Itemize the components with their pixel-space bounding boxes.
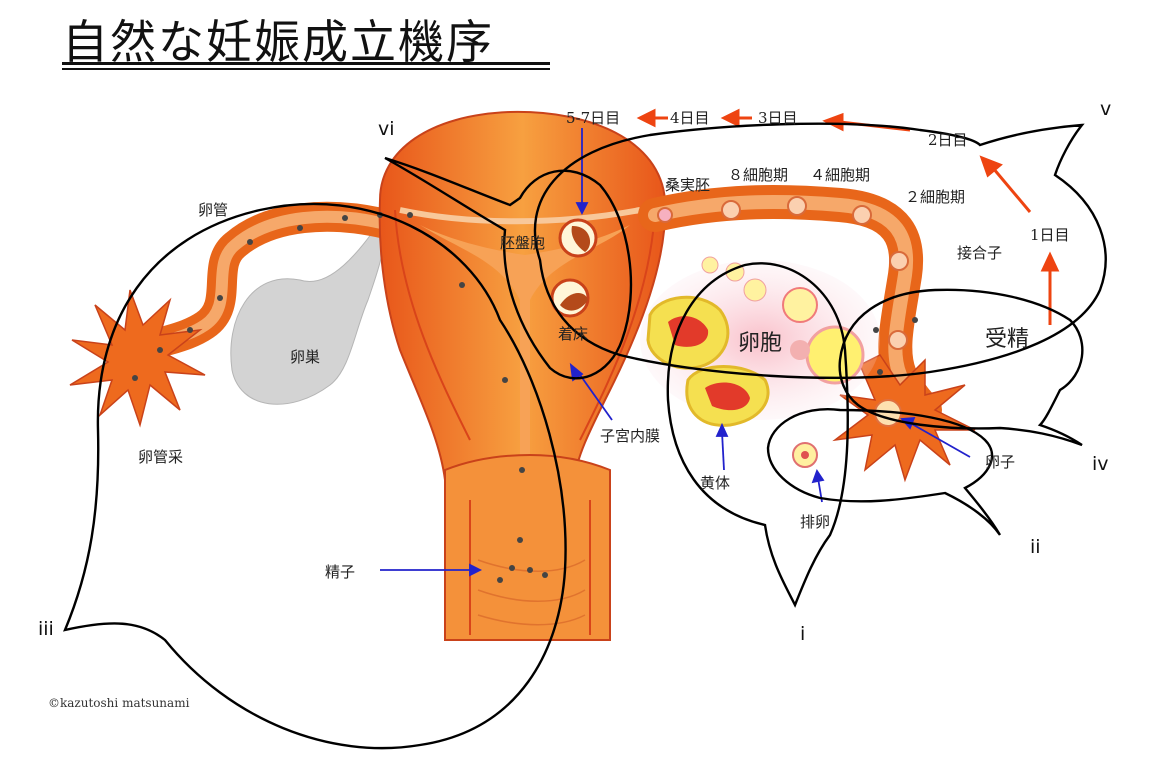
follicle: [743, 278, 767, 302]
label-egg: 卵子: [985, 453, 1015, 471]
callout-label-iv: iv: [1092, 453, 1109, 475]
label-day2: 2日目: [928, 131, 968, 149]
two-cell: [852, 205, 872, 225]
ovary-shape: [230, 221, 385, 405]
title-underline-2: [62, 68, 550, 70]
callout-iii: [63, 202, 567, 750]
callout-label-iii: iii: [38, 618, 54, 640]
label-eight-cell: ８細胞期: [728, 166, 788, 184]
label-follicle: 卵胞: [738, 331, 782, 356]
label-zygote: 接合子: [957, 244, 1002, 262]
label-sperm: 精子: [325, 563, 355, 581]
pointer-arrows: [380, 128, 971, 577]
label-implantation: 着床: [558, 325, 588, 343]
label-oviduct: 卵管: [198, 201, 228, 219]
zygote: [889, 251, 909, 271]
label-endometrium: 子宮内膜: [600, 427, 660, 445]
label-day1: 1日目: [1030, 226, 1070, 244]
label-blastocyst: 胚盤胞: [500, 234, 545, 252]
label-day4: 4日目: [670, 109, 710, 127]
label-ovulation: 排卵: [800, 513, 830, 531]
follicle: [701, 256, 719, 274]
right-fimbria: [832, 354, 976, 483]
page-title: 自然な妊娠成立機序: [62, 15, 494, 69]
callout-shapes: [63, 122, 1107, 750]
callout-label-vi: vi: [378, 118, 395, 140]
label-morula: 桑実胚: [665, 176, 710, 194]
follicle: [805, 325, 865, 385]
label-fertilization: 受精: [985, 327, 1029, 352]
callout-v: [533, 122, 1107, 380]
label-fimbria: 卵管采: [138, 448, 183, 466]
callout-iv: [838, 288, 1084, 447]
four-cell: [787, 196, 807, 216]
callout-vi: [384, 156, 633, 380]
callout-i: [666, 262, 849, 608]
copyright: ©kazutoshi matsunami: [48, 696, 190, 710]
label-corpus-luteum: 黄体: [700, 474, 730, 492]
label-ovary: 卵巣: [290, 348, 320, 366]
eight-cell: [721, 200, 741, 220]
callout-label-i: i: [800, 623, 805, 645]
morula: [657, 207, 673, 223]
label-two-cell: ２細胞期: [905, 188, 965, 206]
fertilized-egg: [888, 330, 908, 350]
title-underline: [62, 62, 550, 65]
follicle: [782, 287, 818, 323]
label-day3: 3日目: [758, 109, 798, 127]
callout-label-v: v: [1100, 98, 1111, 120]
label-four-cell: ４細胞期: [810, 166, 870, 184]
callout-ii: [766, 408, 1002, 536]
uterine-cavity: [420, 225, 630, 540]
left-fimbria: [69, 289, 206, 428]
label-day5-7: 5-7日目: [566, 109, 620, 127]
cervix: [444, 453, 611, 641]
callout-label-ii: ii: [1030, 536, 1041, 558]
